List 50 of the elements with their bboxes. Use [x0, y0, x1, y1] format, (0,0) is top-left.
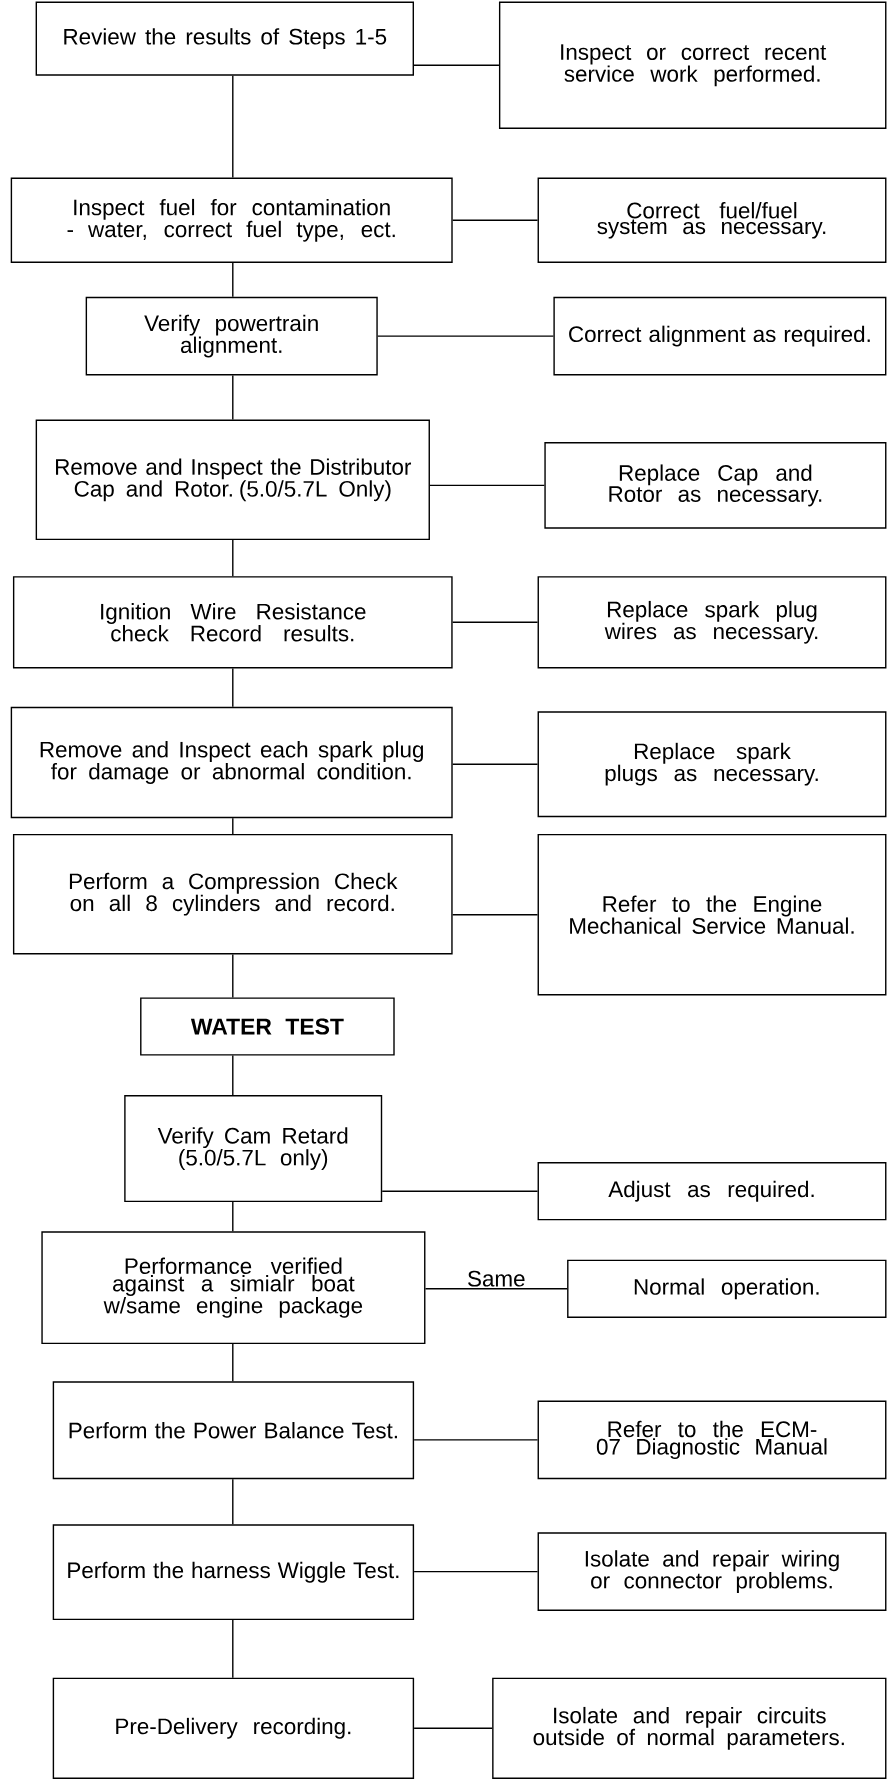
connector-line: [452, 219, 539, 221]
process-box: Correct fuel/fuel system as necessary.: [537, 177, 887, 263]
connector-line: [413, 64, 500, 66]
connector-line: [424, 1288, 568, 1290]
connector-line: [232, 1054, 234, 1096]
connector-line: [413, 1727, 493, 1729]
connector-line: [232, 1478, 234, 1526]
connector-line: [413, 1439, 539, 1441]
process-box: Review the results of Steps 1-5: [35, 1, 414, 76]
process-box: Replace Cap and Rotor as necessary.: [544, 442, 887, 529]
process-box: Refer to the ECM-07 Diagnostic Manual: [537, 1400, 887, 1480]
process-box: Pre-Delivery recording.: [52, 1677, 415, 1779]
connector-line: [451, 914, 539, 916]
connector-line: [413, 1570, 539, 1573]
connector-line: [377, 335, 555, 337]
connector-line: [451, 621, 539, 623]
connector-line: [429, 484, 546, 487]
process-box: Remove and Inspect each spark plug for damage or abnormal condition.: [10, 706, 453, 819]
process-box: Verify Cam Retard (5.0/5.7L only): [124, 1095, 383, 1203]
process-box: Remove and Inspect the Distributor Cap and Rotor. (5.0/5.7L Only): [35, 419, 430, 541]
process-box: Isolate and repair wiring or connector problems.: [537, 1532, 887, 1611]
heading-box: WATER TEST: [140, 997, 395, 1056]
connector-line: [232, 667, 234, 708]
process-box: Correct alignment as required.: [553, 296, 887, 376]
connector-line: [232, 374, 234, 421]
process-box: Isolate and repair circuits outside of normal parameters.: [492, 1677, 887, 1779]
connector-line: [232, 1619, 234, 1679]
process-box: Replace spark plug wires as necessary.: [537, 576, 887, 669]
process-box: Adjust as required.: [537, 1162, 887, 1221]
edge-label: Same: [466, 1269, 527, 1288]
process-box: Perform the Power Balance Test.: [52, 1381, 415, 1480]
connector-line: [232, 953, 234, 999]
process-box: Perform a Compression Check on all 8 cylinders and record.: [12, 833, 453, 955]
process-box: Normal operation.: [567, 1259, 887, 1318]
connector-line: [232, 262, 234, 298]
connector-line: [232, 817, 234, 835]
connector-line: [232, 539, 234, 577]
process-box: Performance verified against a simialr boat w/same engine package: [41, 1231, 426, 1345]
connector-line: [381, 1190, 539, 1192]
process-box: Refer to the Engine Mechanical Service Manual.: [537, 833, 887, 996]
connector-line: [232, 74, 234, 179]
process-box: Ignition Wire Resistance check Record results.: [12, 576, 453, 669]
process-box: Replace spark plugs as necessary.: [537, 711, 887, 818]
connector-line: [232, 1343, 234, 1382]
connector-line: [232, 1201, 234, 1233]
connector-line: [452, 763, 539, 765]
process-box: Inspect or correct recent service work performed.: [498, 1, 887, 129]
process-box: Inspect fuel for contamination - water, correct fuel type, ect.: [10, 177, 453, 263]
process-box: Perform the harness Wiggle Test.: [52, 1524, 415, 1621]
process-box: Verify powertrain alignment.: [85, 296, 378, 376]
